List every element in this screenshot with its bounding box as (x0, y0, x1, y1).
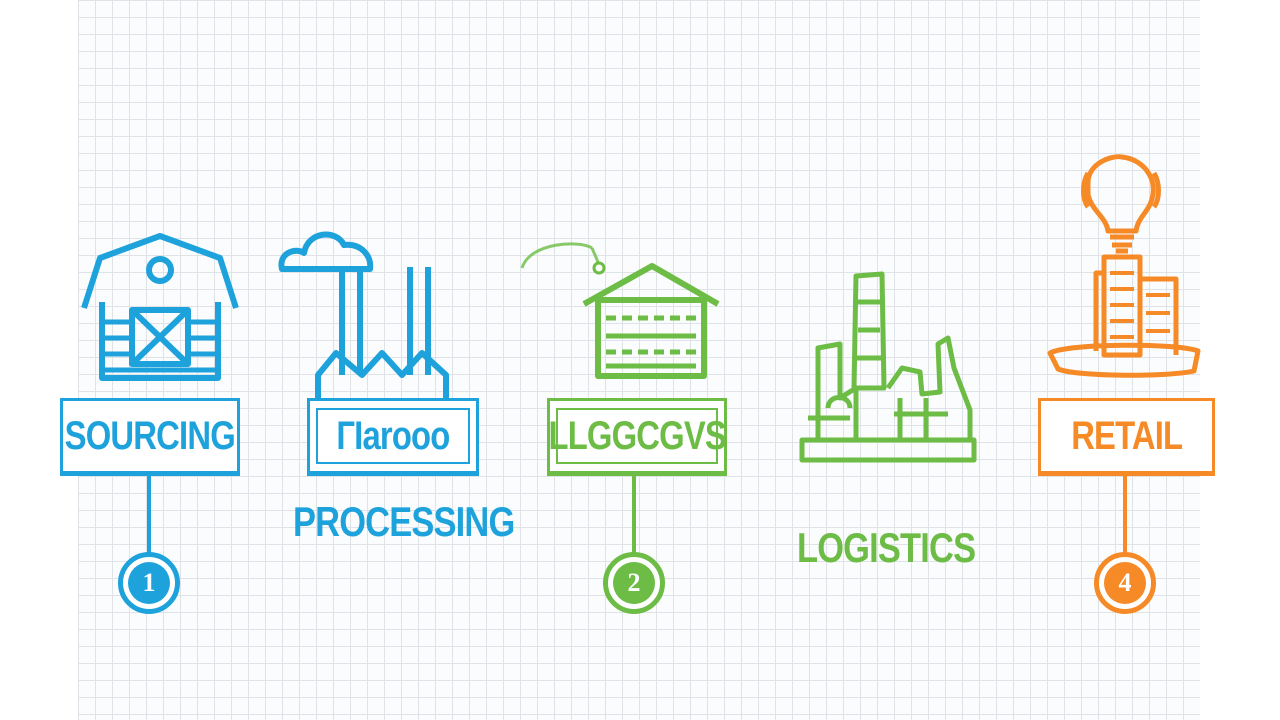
refinery-icon (799, 271, 977, 463)
connector-line (147, 476, 151, 554)
warehouse-icon (520, 242, 720, 379)
connector-line (632, 476, 636, 554)
step-badge-2: 2 (603, 552, 665, 614)
label-box-processing: ГІarooo (307, 398, 479, 476)
lightbulb-store-icon (1047, 154, 1201, 378)
connector-line (1123, 476, 1127, 554)
stage-label-sourcing: SOURCING (64, 413, 236, 458)
box-text-warehouse: LLGGCGVS (548, 413, 726, 458)
box-text-processing: ГІarooo (336, 413, 450, 458)
stage-label-processing: PROCESSING (293, 498, 515, 545)
badge-number: 2 (613, 562, 655, 604)
stage-label-retail: RETAIL (1070, 413, 1183, 458)
step-badge-4: 4 (1094, 552, 1156, 614)
badge-number: 1 (128, 562, 170, 604)
label-box-sourcing: SOURCING (60, 398, 240, 476)
label-box-warehouse: LLGGCGVS (547, 398, 727, 476)
step-badge-1: 1 (118, 552, 180, 614)
factory-icon (278, 231, 449, 403)
barn-icon (81, 233, 239, 381)
grid-paper-background (78, 0, 1200, 720)
stage-label-logistics: LOGISTICS (797, 524, 976, 571)
badge-number: 4 (1104, 562, 1146, 604)
label-box-retail: RETAIL (1038, 398, 1215, 476)
